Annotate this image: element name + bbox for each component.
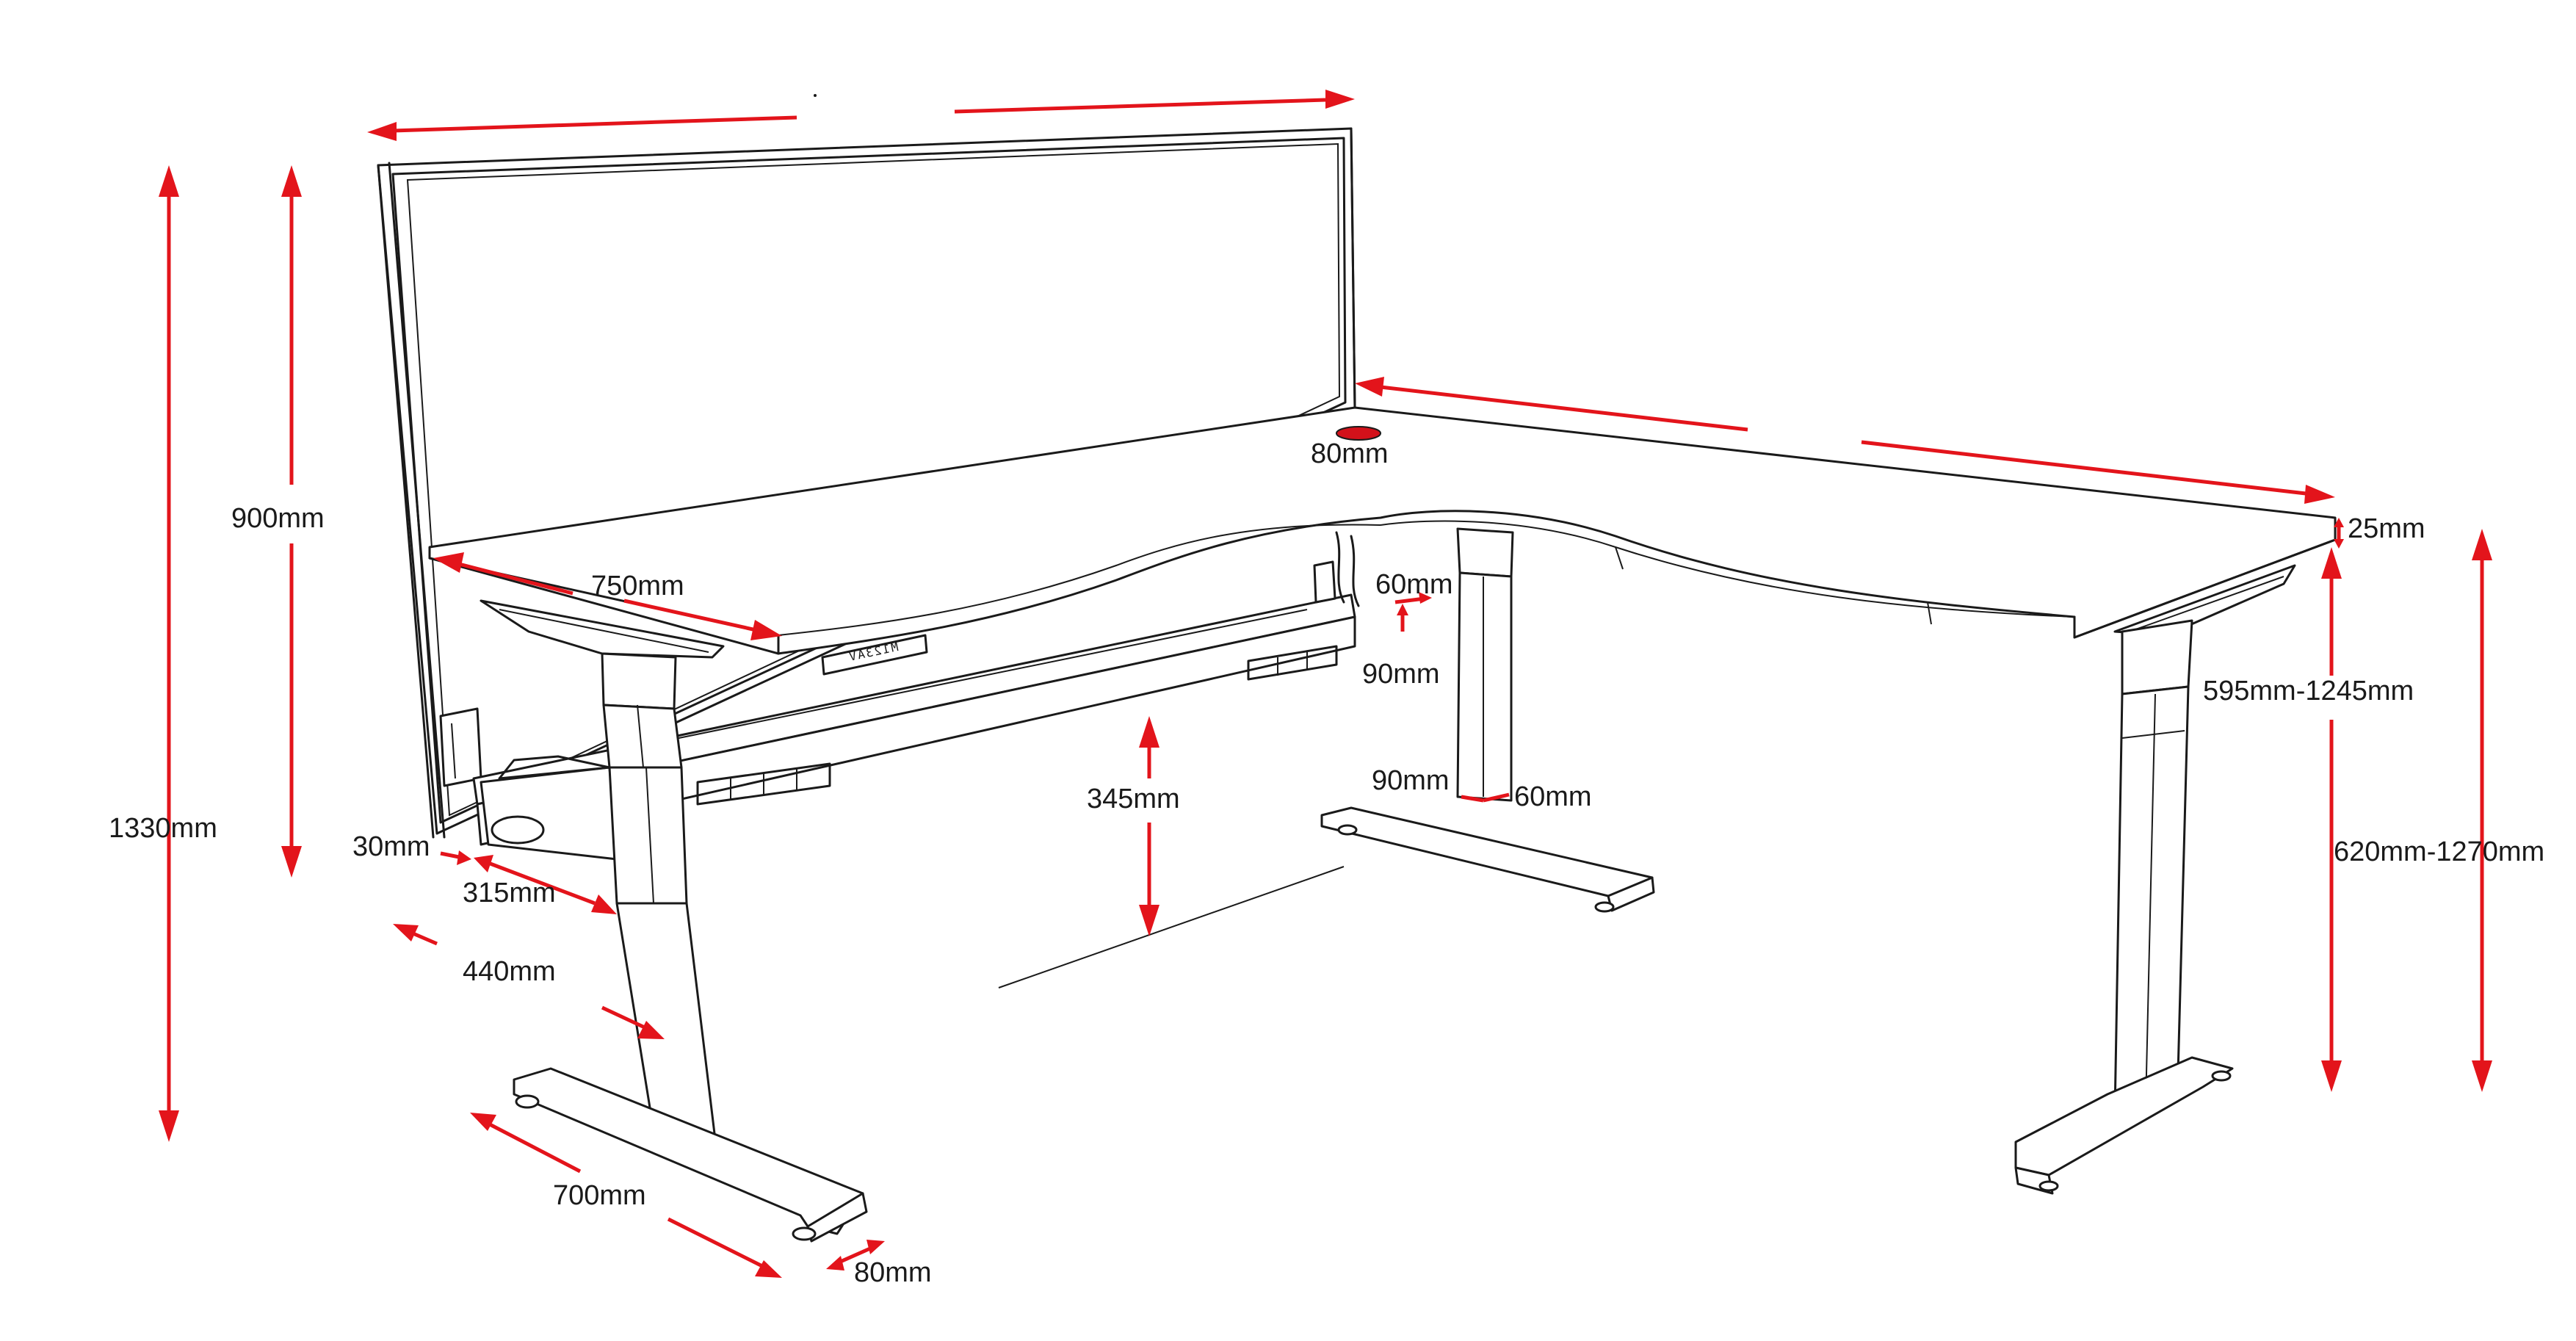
screen-width-arrow xyxy=(367,90,1355,141)
cable-riser xyxy=(1313,531,1360,607)
desk-height-range-arrow xyxy=(2321,547,2342,1092)
label-foot-width: 80mm xyxy=(854,1257,932,1288)
screen-height-arrow xyxy=(281,165,302,878)
label-desk-depth: 750mm xyxy=(591,571,684,601)
leg-top-width-arrow xyxy=(1394,592,1432,604)
desk-drawing: M123AV xyxy=(377,94,2337,1243)
label-overall-height-range: 620mm-1270mm xyxy=(2334,836,2544,867)
label-screen-gap: 30mm xyxy=(352,831,430,862)
label-leg-top-depth: 90mm xyxy=(1362,659,1440,690)
screen-bracket xyxy=(439,707,482,787)
foot-length-arrow xyxy=(470,1113,782,1278)
top-thickness-arrow xyxy=(2334,518,2344,549)
leg-section-arrows xyxy=(1461,792,1510,803)
label-inset-440: 440mm xyxy=(463,956,556,987)
label-grommet: 80mm xyxy=(1311,438,1389,469)
desk-top xyxy=(428,406,2337,655)
overall-height-range-arrow xyxy=(2472,529,2492,1092)
label-screen-height: 900mm xyxy=(231,503,325,534)
beam-height-arrow xyxy=(1139,716,1159,936)
desk-depth-arrow xyxy=(433,552,782,640)
inset-440-arrow xyxy=(393,924,665,1039)
dimension-arrows xyxy=(159,90,2492,1278)
front-left-leg xyxy=(513,652,868,1243)
label-foot-length: 700mm xyxy=(553,1180,646,1211)
label-top-thickness: 25mm xyxy=(2348,513,2425,544)
right-leg xyxy=(2014,619,2234,1195)
cable-grommet xyxy=(1336,426,1381,441)
cross-beam xyxy=(472,593,1356,861)
label-desk-height-range: 595mm-1245mm xyxy=(2203,676,2414,706)
label-beam-height: 345mm xyxy=(1087,784,1180,814)
label-total-height: 1330mm xyxy=(109,813,217,844)
foot-width-arrow xyxy=(826,1240,885,1270)
label-leg-depth: 90mm xyxy=(1372,765,1450,796)
dimension-labels: 900mm 1330mm 80mm 750mm 60mm 90mm 90mm 6… xyxy=(109,438,2544,1288)
label-inset-315: 315mm xyxy=(463,878,556,908)
total-height-arrow xyxy=(159,165,179,1142)
screen-gap-arrow xyxy=(440,850,471,865)
floor-reference-line xyxy=(998,866,1345,988)
inset-315-arrow xyxy=(474,855,617,914)
return-width-arrow xyxy=(1355,377,2335,504)
back-middle-leg xyxy=(1320,527,1655,913)
label-leg-top-width: 60mm xyxy=(1375,569,1453,600)
leg-top-depth-arrow xyxy=(1397,604,1408,632)
screen-center-mark xyxy=(814,94,817,97)
label-leg-width: 60mm xyxy=(1514,781,1592,812)
